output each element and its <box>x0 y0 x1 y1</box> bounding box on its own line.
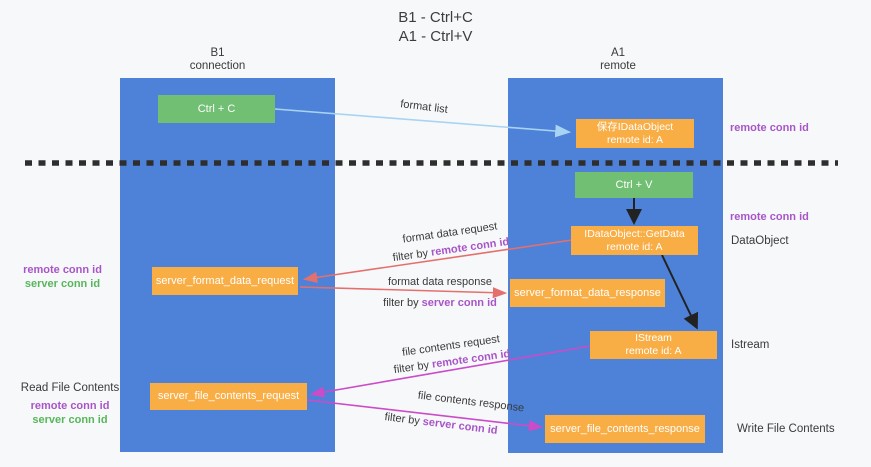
label-remote-conn-id-left-2: remote conn id <box>30 400 110 412</box>
node-idataobject-getdata-line2: remote id: A <box>606 240 663 253</box>
label-dataobject: DataObject <box>731 235 789 247</box>
node-server-file-contents-response-label: server_file_contents_response <box>550 422 700 435</box>
node-ctrl-v-label: Ctrl + V <box>615 178 653 191</box>
label-format-list: format list <box>399 98 449 116</box>
label-write-file-contents: Write File Contents <box>737 423 835 435</box>
label-filter-by-server-conn-id-1: filter by server conn id <box>383 297 497 309</box>
node-istream: IStream remote id: A <box>590 331 717 359</box>
node-save-idataobject: 保存IDataObject remote id: A <box>576 119 694 148</box>
lane-b1-subtitle: connection <box>189 59 246 72</box>
node-server-file-contents-response: server_file_contents_response <box>545 415 705 443</box>
node-server-file-contents-request-label: server_file_contents_request <box>157 390 300 402</box>
diagram-title: B1 - Ctrl+C A1 - Ctrl+V <box>0 8 871 46</box>
node-server-file-contents-request: server_file_contents_request <box>150 383 307 410</box>
label-group-conn-ids-2: remote conn id server conn id <box>10 400 130 427</box>
label-istream: Istream <box>731 339 770 351</box>
lane-b1-title: B1 <box>210 47 225 59</box>
node-ctrl-v: Ctrl + V <box>575 172 693 198</box>
node-server-format-data-request: server_format_data_request <box>152 267 298 295</box>
label-remote-conn-id-mid: remote conn id <box>730 211 809 223</box>
node-server-format-data-response-label: server_format_data_response <box>514 286 661 299</box>
filter-prefix: filter by <box>383 411 424 428</box>
node-istream-line2: remote id: A <box>625 345 682 357</box>
filter-key-server-conn-id: server conn id <box>421 297 497 309</box>
label-server-conn-id-left-2: server conn id <box>32 413 108 426</box>
node-ctrl-c-label: Ctrl + C <box>197 102 236 115</box>
filter-key-server-conn-id: server conn id <box>422 415 499 437</box>
lane-a1-subtitle: remote <box>600 59 636 72</box>
node-server-format-data-request-label: server_format_data_request <box>155 274 295 287</box>
lane-header-a1: A1 remote <box>508 47 728 72</box>
label-filter-by-server-conn-id-2: filter by server conn id <box>384 411 498 437</box>
filter-prefix: filter by <box>392 246 432 265</box>
label-group-conn-ids-1: remote conn id server conn id <box>5 264 120 291</box>
node-save-idataobject-line1: 保存IDataObject <box>596 120 674 133</box>
label-remote-conn-id-left-1: remote conn id <box>23 264 102 276</box>
title-line-1: B1 - Ctrl+C <box>398 9 473 26</box>
label-format-data-response: format data response <box>388 276 492 288</box>
node-idataobject-getdata-line1: IDataObject::GetData <box>584 227 685 240</box>
label-read-file-contents: Read File Contents <box>20 382 120 394</box>
filter-prefix: filter by <box>383 297 422 309</box>
title-line-2: A1 - Ctrl+V <box>398 28 473 45</box>
node-istream-line1: IStream <box>635 332 672 344</box>
node-idataobject-getdata: IDataObject::GetData remote id: A <box>571 226 698 255</box>
lane-header-b1: B1 connection <box>110 47 325 72</box>
node-ctrl-c: Ctrl + C <box>158 95 275 123</box>
label-server-conn-id-left-1: server conn id <box>24 277 101 290</box>
lane-a1-title: A1 <box>610 47 626 59</box>
label-remote-conn-id-top: remote conn id <box>730 122 809 134</box>
node-save-idataobject-line2: remote id: A <box>606 133 664 146</box>
filter-prefix: filter by <box>393 358 433 377</box>
node-server-format-data-response: server_format_data_response <box>510 279 665 307</box>
